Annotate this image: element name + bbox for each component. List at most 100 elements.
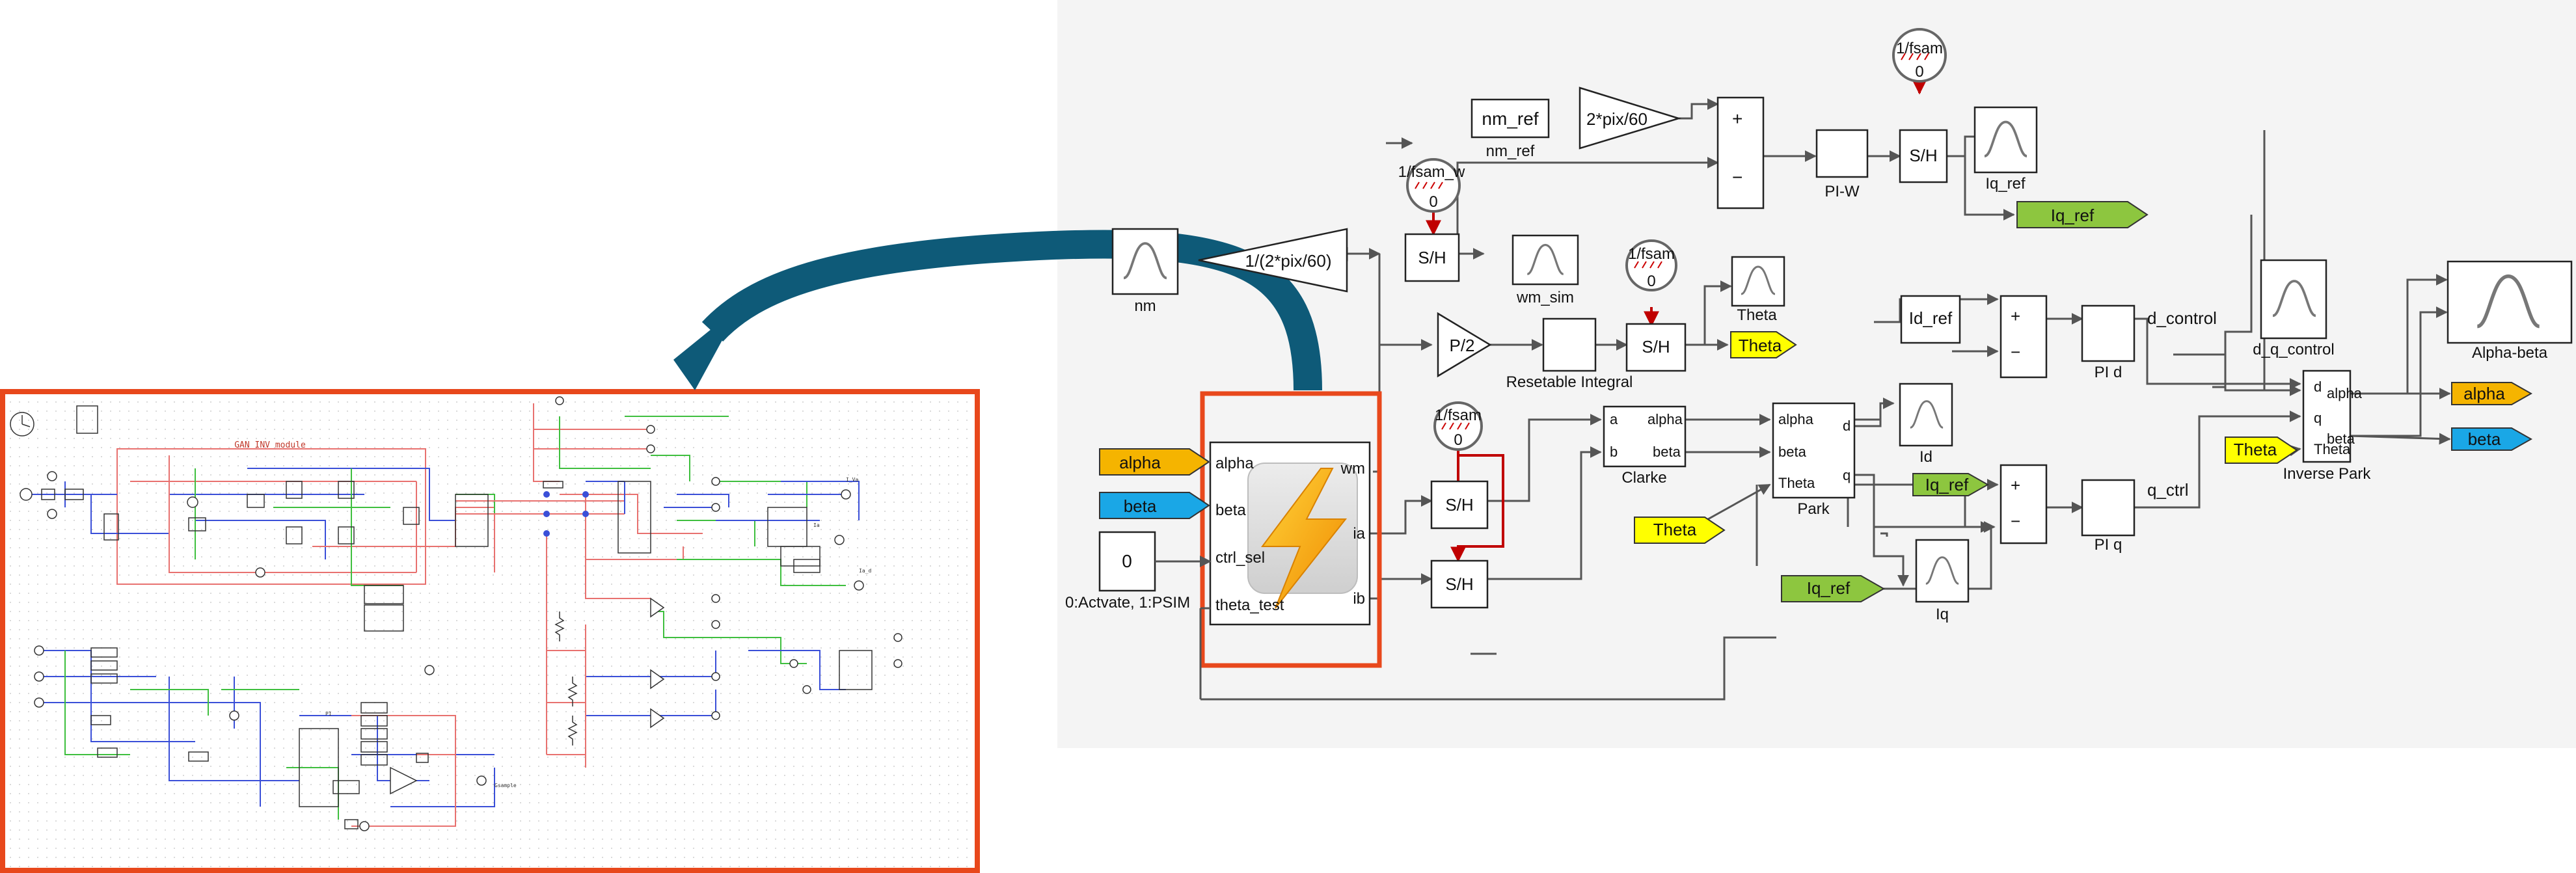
sh-speed-in[interactable]: S/H [1404,233,1460,282]
park-in-alpha: alpha [1778,411,1814,427]
sum-q[interactable]: + − [2000,464,2048,544]
alphabeta-scope[interactable]: Alpha-beta [2447,260,2573,362]
alpha-goto-label: alpha [2463,384,2505,403]
gain-p2[interactable]: P/2 [1437,312,1492,378]
clock-fsam-top-value: 0 [1915,63,1923,81]
nm-ref-block[interactable]: nm_ref nm_ref [1471,98,1550,160]
sum-d[interactable]: + − [2000,295,2048,379]
theta-from-right-label: Theta [2234,440,2277,459]
schematic-clock-icon [10,412,34,436]
pi-d-caption: PI d [2095,364,2122,381]
beta-goto-tag[interactable]: beta [2451,427,2533,451]
resetable-integral[interactable]: Resetable Integral [1506,317,1633,391]
wm-sim-scope[interactable]: wm_sim [1512,234,1579,306]
subsystem-highlight[interactable]: alpha beta ctrl_sel theta_test wm ia ib [1200,391,1382,668]
inverse-park-block[interactable]: d q Theta alpha beta Inverse Park [2283,369,2372,483]
sum-speed-minus: − [1732,167,1742,187]
nm-scope-caption: nm [1134,297,1156,315]
sum-d-plus: + [2011,306,2020,326]
clock-fsam-current[interactable]: 1/fsam 0 [1433,401,1483,451]
pi-d-block[interactable]: PI d [2081,304,2135,381]
sum-q-minus: − [2011,511,2020,531]
alpha-from-tag[interactable]: alpha [1099,448,1210,476]
sh-speed-out[interactable]: S/H [1899,129,1948,183]
svg-text:Ia: Ia [813,522,820,528]
iq-scope-caption: Iq [1936,606,1949,623]
pi-q-caption: PI q [2095,536,2122,554]
sh-ib[interactable]: S/H [1430,559,1489,609]
clarke-in-b: b [1610,444,1618,460]
theta-goto-label: Theta [1739,336,1782,355]
clock-fsam-top[interactable]: 1/fsam 0 [1892,28,1947,83]
gain-wref-label: 2*pix/60 [1586,109,1647,129]
theta-from-tag-mid[interactable]: Theta [1634,517,1726,544]
id-scope[interactable]: Id [1899,383,1953,466]
clock-fsam-theta-value: 0 [1647,273,1655,290]
id-ref-block[interactable]: Id_ref [1900,295,1961,344]
theta-scope[interactable]: Theta [1731,256,1785,324]
nm-ref-label: nm_ref [1482,109,1538,129]
sh-ia[interactable]: S/H [1430,480,1489,530]
inverse-park-in-d: d [2314,379,2322,395]
nm-scope[interactable]: nm [1111,228,1179,315]
iq-ref-scope[interactable]: Iq_ref [1973,106,2038,193]
resetable-integral-caption: Resetable Integral [1506,373,1633,391]
park-block[interactable]: alpha beta Theta d q Park [1772,402,1856,518]
subsystem-out-ib: ib [1353,590,1365,608]
subsystem-in-ctrl-sel: ctrl_sel [1215,549,1265,567]
theta-from-tag-right[interactable]: Theta [2225,436,2298,464]
lightning-bolt-icon [1261,468,1348,609]
theta-scope-caption: Theta [1737,306,1777,324]
zoom-arrow [673,230,1322,391]
pi-w-caption: PI-W [1824,183,1860,200]
subsystem-in-beta: beta [1215,502,1246,519]
gain-wref[interactable]: 2*pix/60 [1579,87,1682,150]
pi-q-block[interactable]: PI q [2081,479,2135,554]
clock-fsam-theta[interactable]: 1/fsam 0 [1625,239,1677,291]
pi-w-block[interactable]: PI-W [1815,129,1869,200]
subsystem-in-theta-test: theta_test [1215,597,1284,614]
ctrl-sel-constant[interactable]: 0 0:Actvate, 1:PSIM [1065,531,1190,611]
d-control-signal-label: d_control [2147,308,2217,328]
iq-ref-from-tag-low[interactable]: Iq_ref [1781,575,1886,602]
dq-control-scope[interactable]: d_q_control [2253,259,2335,358]
schematic-param-file [76,405,98,434]
beta-from-tag[interactable]: beta [1099,492,1210,519]
alpha-goto-tag[interactable]: alpha [2451,382,2533,405]
sh-theta-label: S/H [1642,337,1670,356]
sum-speed[interactable]: + − [1716,96,1765,209]
clock-fsam-current-label: 1/fsam [1435,407,1482,424]
park-out-q: q [1843,467,1851,483]
id-scope-caption: Id [1919,448,1932,466]
clarke-block[interactable]: a b alpha beta Clarke [1603,405,1687,487]
schematic-panel[interactable]: GAN INV module [0,389,980,873]
dq-control-scope-caption: d_q_control [2253,341,2334,358]
sum-speed-plus: + [1732,109,1742,129]
gan-inv-module-frame [116,448,426,585]
svg-text:Gsample: Gsample [495,783,517,788]
clarke-in-a: a [1610,411,1618,427]
iq-scope[interactable]: Iq [1915,539,1970,623]
iq-ref-from-tag[interactable]: Iq_ref [1912,473,1990,496]
svg-text:I_Va: I_Va [846,477,858,483]
park-in-theta: Theta [1778,475,1815,491]
nm-ref-caption: nm_ref [1486,142,1535,160]
alpha-from-label: alpha [1119,453,1161,472]
beta-from-label: beta [1124,496,1157,516]
sh-ia-label: S/H [1445,495,1473,515]
iq-ref-goto-tag[interactable]: Iq_ref [2016,201,2149,228]
sh-theta[interactable]: S/H [1625,323,1687,372]
id-ref-label: Id_ref [1909,308,1953,328]
sh-speed-out-label: S/H [1909,146,1937,165]
clock-fsam-w-label: 1/fsam_w [1398,163,1465,181]
gain-p2-label: P/2 [1449,336,1474,355]
inverse-park-out-beta: beta [2327,431,2355,447]
theta-from-mid-label: Theta [1653,520,1697,539]
zoom-arrow-head [673,304,742,390]
subsystem-highlight-frame [1200,391,1382,668]
theta-goto-tag[interactable]: Theta [1730,331,1797,358]
gain-wm[interactable]: 1/(2*pix/60) [1198,228,1348,293]
gan-inv-module-title: GAN INV module [234,440,306,450]
clock-fsam-w[interactable]: 1/fsam_w 0 [1398,158,1465,213]
